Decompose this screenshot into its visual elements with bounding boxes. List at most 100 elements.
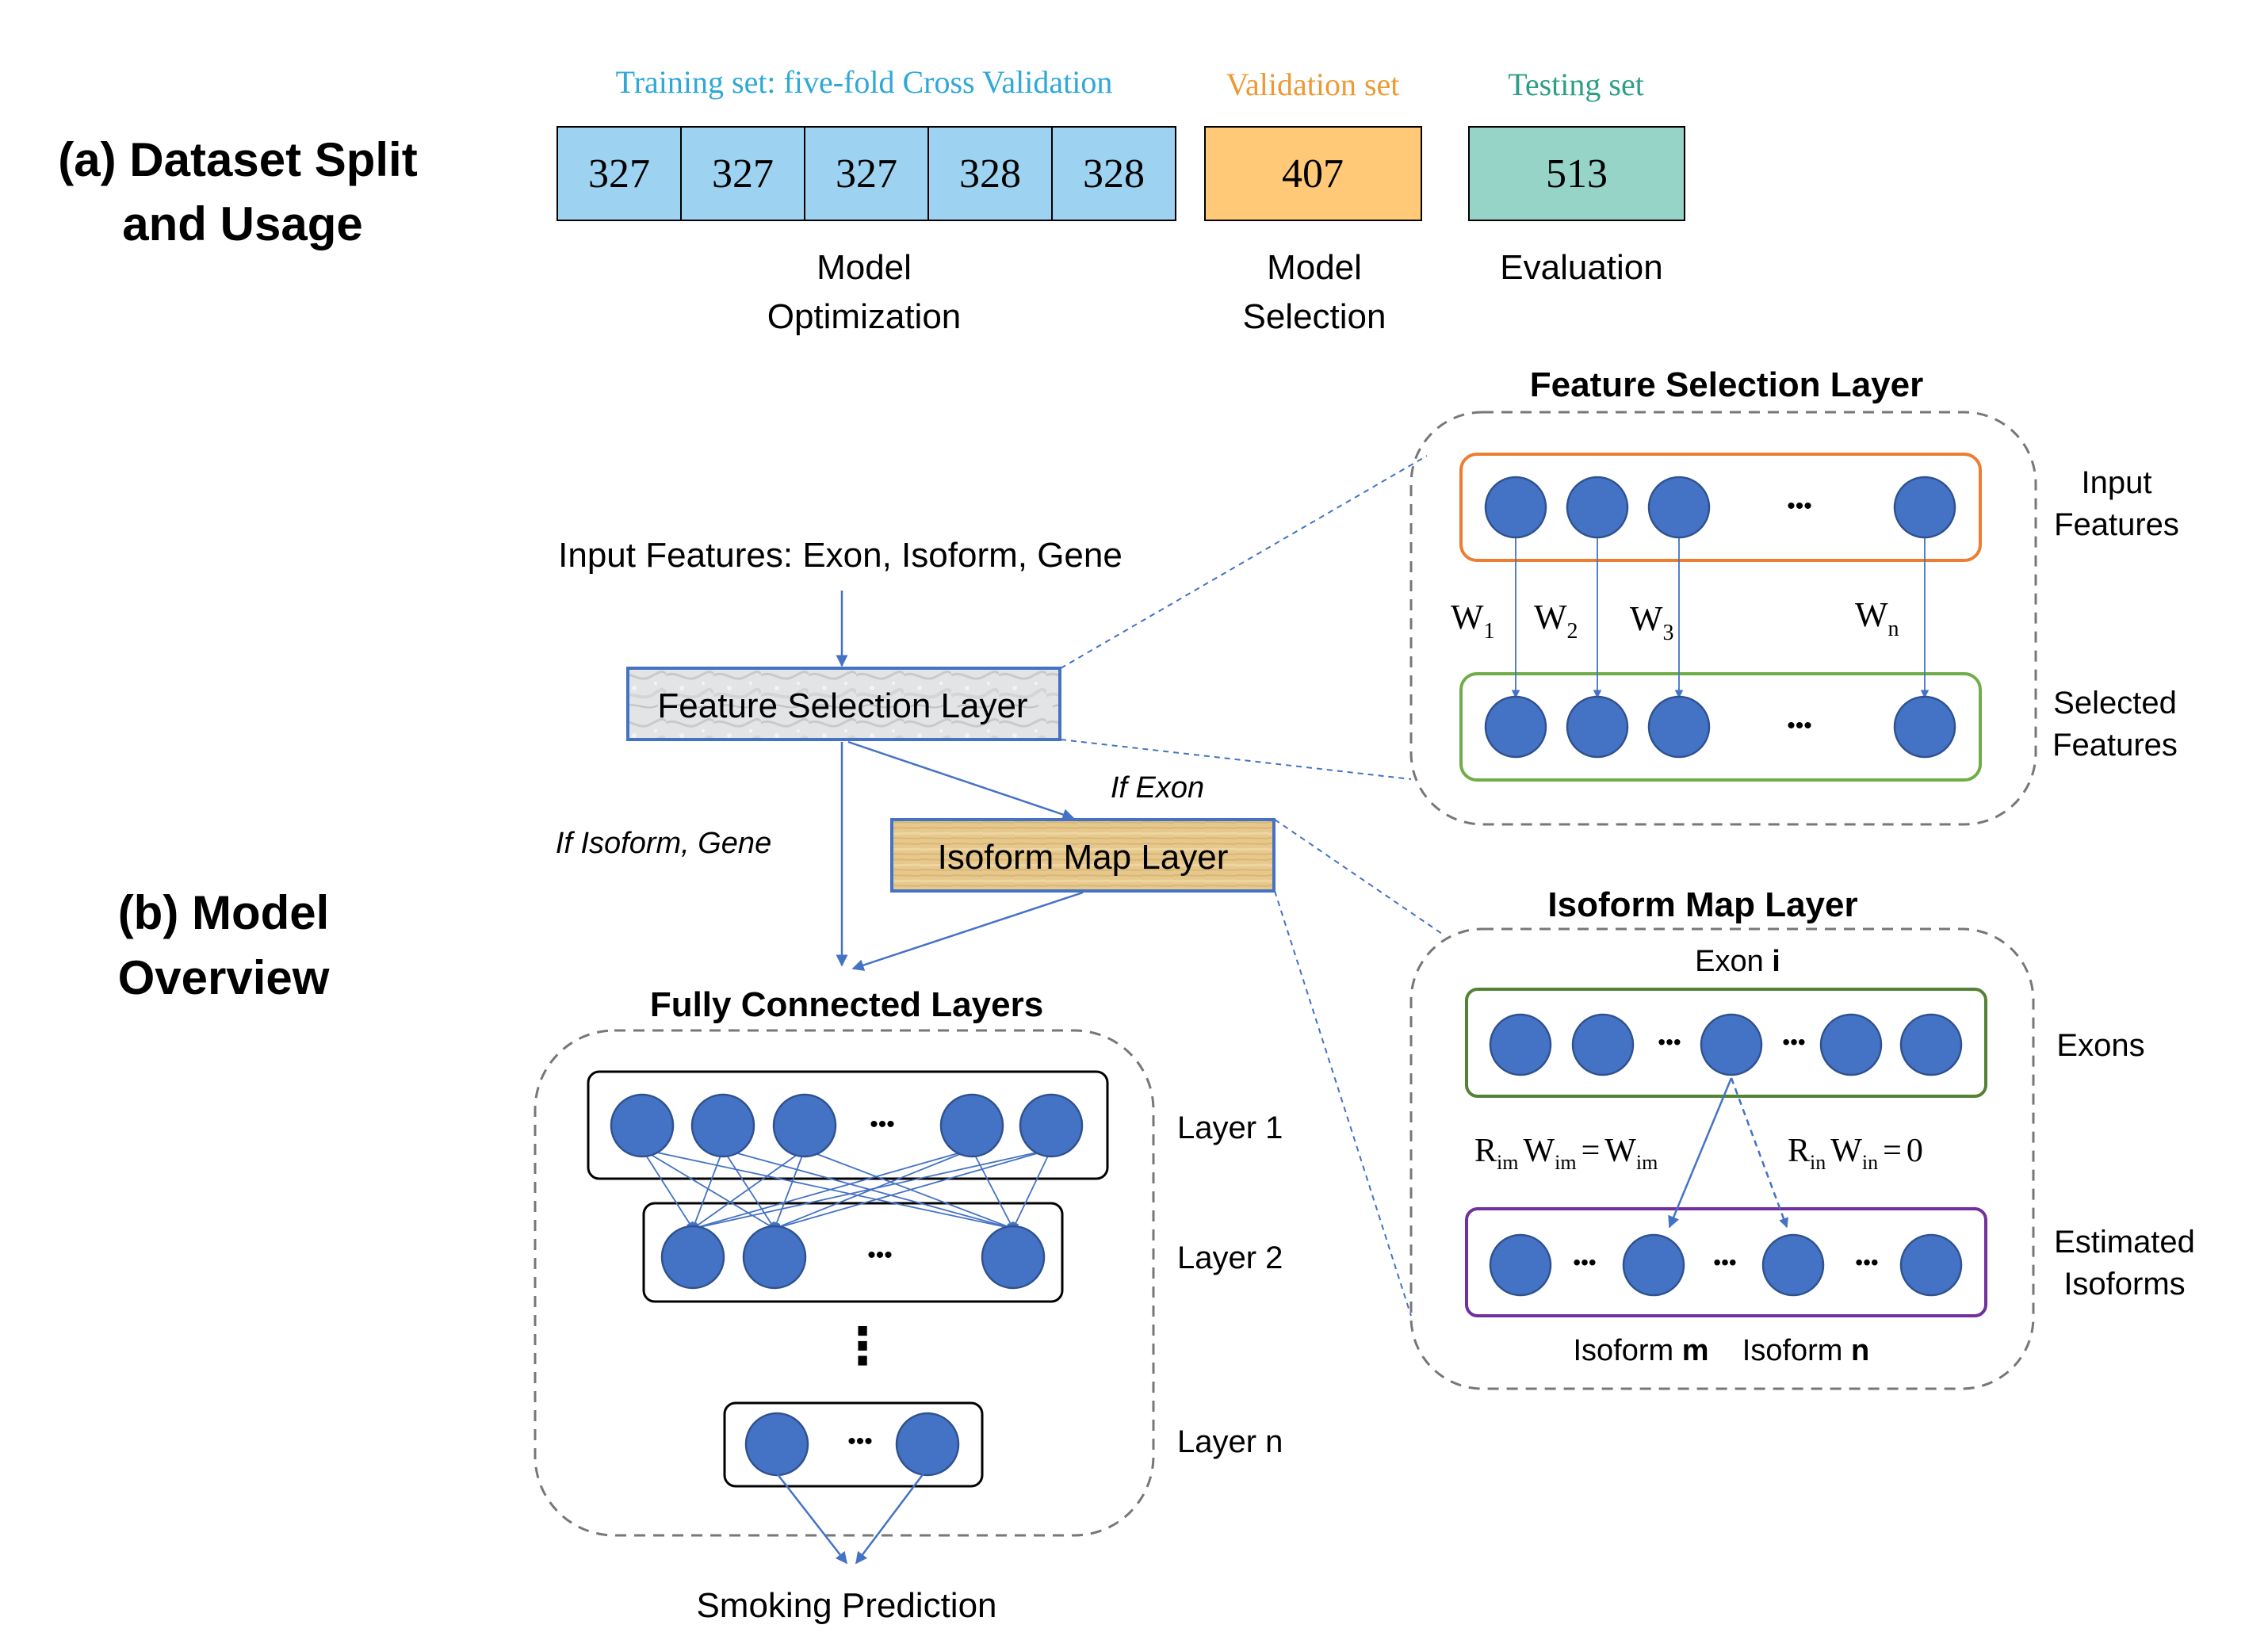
testing-set-box	[1468, 126, 1685, 221]
fs-detail-connector-top	[1060, 455, 1428, 669]
exon-to-isoform-n-arrow	[1730, 1077, 1788, 1229]
layer1-node	[1019, 1093, 1084, 1158]
estimated-isoforms-line2: Isoforms	[2063, 1267, 2185, 1302]
validation-usage-line2: Selection	[1242, 297, 1386, 336]
output-arrow-right	[855, 1470, 927, 1565]
fc-title: Fully Connected Layers	[650, 985, 1043, 1024]
isoforms-box	[1465, 1207, 1987, 1317]
layern-node	[744, 1412, 809, 1477]
if-isoform-gene-label: If Isoform, Gene	[556, 827, 771, 860]
model-overview-section: (b) Model Overview Input Features: Exon,…	[118, 455, 1445, 1625]
layer1-node	[772, 1093, 837, 1158]
feature-selection-box	[626, 667, 1061, 741]
isoform-map-box	[890, 818, 1276, 893]
validation-set-box	[1204, 126, 1422, 221]
isoforms-ellipsis-1: •••	[1573, 1250, 1596, 1275]
isoform-map-box-label: Isoform Map Layer	[938, 838, 1229, 877]
im-nodes	[1489, 1013, 1963, 1297]
fc-connection	[641, 1149, 1014, 1231]
smoking-prediction-label: Smoking Prediction	[696, 1586, 996, 1625]
im-detail-connector-top	[1274, 819, 1445, 936]
dataset-title-line2: and Usage	[122, 197, 362, 250]
testing-usage-line1: Evaluation	[1500, 248, 1662, 287]
isoforms-ellipsis-2: •••	[1713, 1250, 1736, 1275]
model-title-line1: (b) Model	[118, 886, 330, 939]
exon-node	[1571, 1013, 1635, 1076]
fold-3-value: 327	[836, 151, 897, 197]
isoform-n-label: Isoform n	[1742, 1334, 1869, 1367]
exons-box	[1465, 988, 1987, 1098]
dataset-split-section: (a) Dataset Split and Usage Training set…	[58, 64, 1685, 336]
exon-node	[1700, 1013, 1763, 1076]
fold-2-value: 327	[712, 151, 774, 197]
layer1-label: Layer 1	[1177, 1111, 1283, 1145]
isoform-node	[1761, 1233, 1825, 1297]
layer2-node	[981, 1225, 1046, 1290]
estimated-isoforms-line1: Estimated	[2054, 1225, 2195, 1260]
weight-wn: Wn	[1855, 595, 1899, 641]
testing-set-value: 513	[1546, 151, 1608, 197]
layern-node	[895, 1412, 960, 1477]
feature-selection-detail: Feature Selection Layer ••• ••• W1 W2 W3…	[1409, 365, 2179, 826]
if-exon-label: If Exon	[1111, 771, 1204, 805]
fs-input-label-line2: Features	[2054, 507, 2179, 542]
exons-ellipsis-left: •••	[1658, 1030, 1681, 1054]
input-features-label: Input Features: Exon, Isoform, Gene	[558, 536, 1123, 575]
im-to-fc-arrow	[851, 891, 1084, 971]
layern-ellipsis: •••	[847, 1428, 873, 1455]
fc-connection	[773, 1149, 805, 1229]
exon-to-isoform-m-arrow	[1668, 1077, 1733, 1229]
selected-feature-node	[1566, 695, 1629, 759]
input-feature-node	[1484, 476, 1547, 539]
fs-selected-ellipsis: •••	[1787, 713, 1812, 739]
fc-connection	[971, 1149, 1014, 1229]
fc-connection	[691, 1149, 724, 1229]
input-feature-node	[1566, 476, 1629, 539]
fs-detail-dashed-container	[1409, 411, 2037, 826]
fc-connection	[1012, 1149, 1052, 1229]
training-folds: 327 327 327 328 328	[556, 126, 1176, 221]
fs-input-label-line1: Input	[2082, 465, 2152, 500]
layer1-node	[610, 1093, 675, 1158]
layer1-node	[690, 1093, 755, 1158]
layer2-label: Layer 2	[1177, 1241, 1283, 1275]
fs-detail-connector-bottom	[1060, 739, 1412, 780]
fc-nodes	[610, 1093, 1084, 1477]
selected-feature-node	[1893, 695, 1956, 759]
layers-vertical-ellipsis: ⋮	[837, 1317, 888, 1374]
fc-connection	[722, 1149, 1014, 1231]
fold-5-value: 328	[1083, 151, 1145, 197]
isoform-node	[1622, 1233, 1685, 1297]
weight-w3: W3	[1630, 599, 1674, 645]
isoform-node	[1899, 1233, 1963, 1297]
weight-w1: W1	[1451, 598, 1495, 644]
isoforms-ellipsis-3: •••	[1855, 1250, 1878, 1275]
validation-usage-line1: Model	[1267, 248, 1362, 287]
im-detail-dashed-container	[1409, 927, 2035, 1390]
fold-4-value: 328	[959, 151, 1021, 197]
exon-node	[1819, 1013, 1883, 1076]
selected-features-box	[1459, 672, 1982, 782]
fc-connection	[692, 1149, 973, 1231]
exon-node	[1489, 1013, 1552, 1076]
layern-label: Layer n	[1177, 1424, 1283, 1459]
isoform-node	[1489, 1233, 1552, 1297]
exon-node	[1899, 1013, 1963, 1076]
layer1-node	[939, 1093, 1004, 1158]
training-usage-line2: Optimization	[767, 297, 962, 336]
testing-set-label: Testing set	[1508, 67, 1644, 102]
exon-i-label: Exon i	[1695, 945, 1780, 978]
fs-weight-arrows	[1511, 536, 1930, 699]
selected-feature-node	[1484, 695, 1547, 759]
fc-connections	[641, 1149, 1052, 1231]
layer2-node	[742, 1225, 807, 1290]
fs-detail-title: Feature Selection Layer	[1530, 365, 1923, 404]
fc-connection	[692, 1149, 805, 1229]
fc-connection	[692, 1149, 1052, 1231]
model-title-line2: Overview	[118, 951, 330, 1004]
isoform-map-detail: Isoform Map Layer Exon i ••• ••• ••• •••…	[1409, 885, 2195, 1390]
layer1-ellipsis: •••	[870, 1111, 895, 1137]
